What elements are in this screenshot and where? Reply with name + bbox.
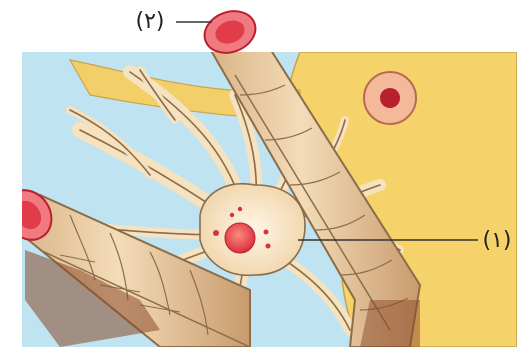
red-blood-cell xyxy=(364,72,416,124)
callout-1-label: (١) xyxy=(482,228,511,253)
illustration-frame xyxy=(0,25,517,347)
callout-2-label: (٢) xyxy=(135,9,164,34)
blood-vessel-right-lumen xyxy=(199,4,262,59)
callout-2: (٢) xyxy=(135,9,212,34)
